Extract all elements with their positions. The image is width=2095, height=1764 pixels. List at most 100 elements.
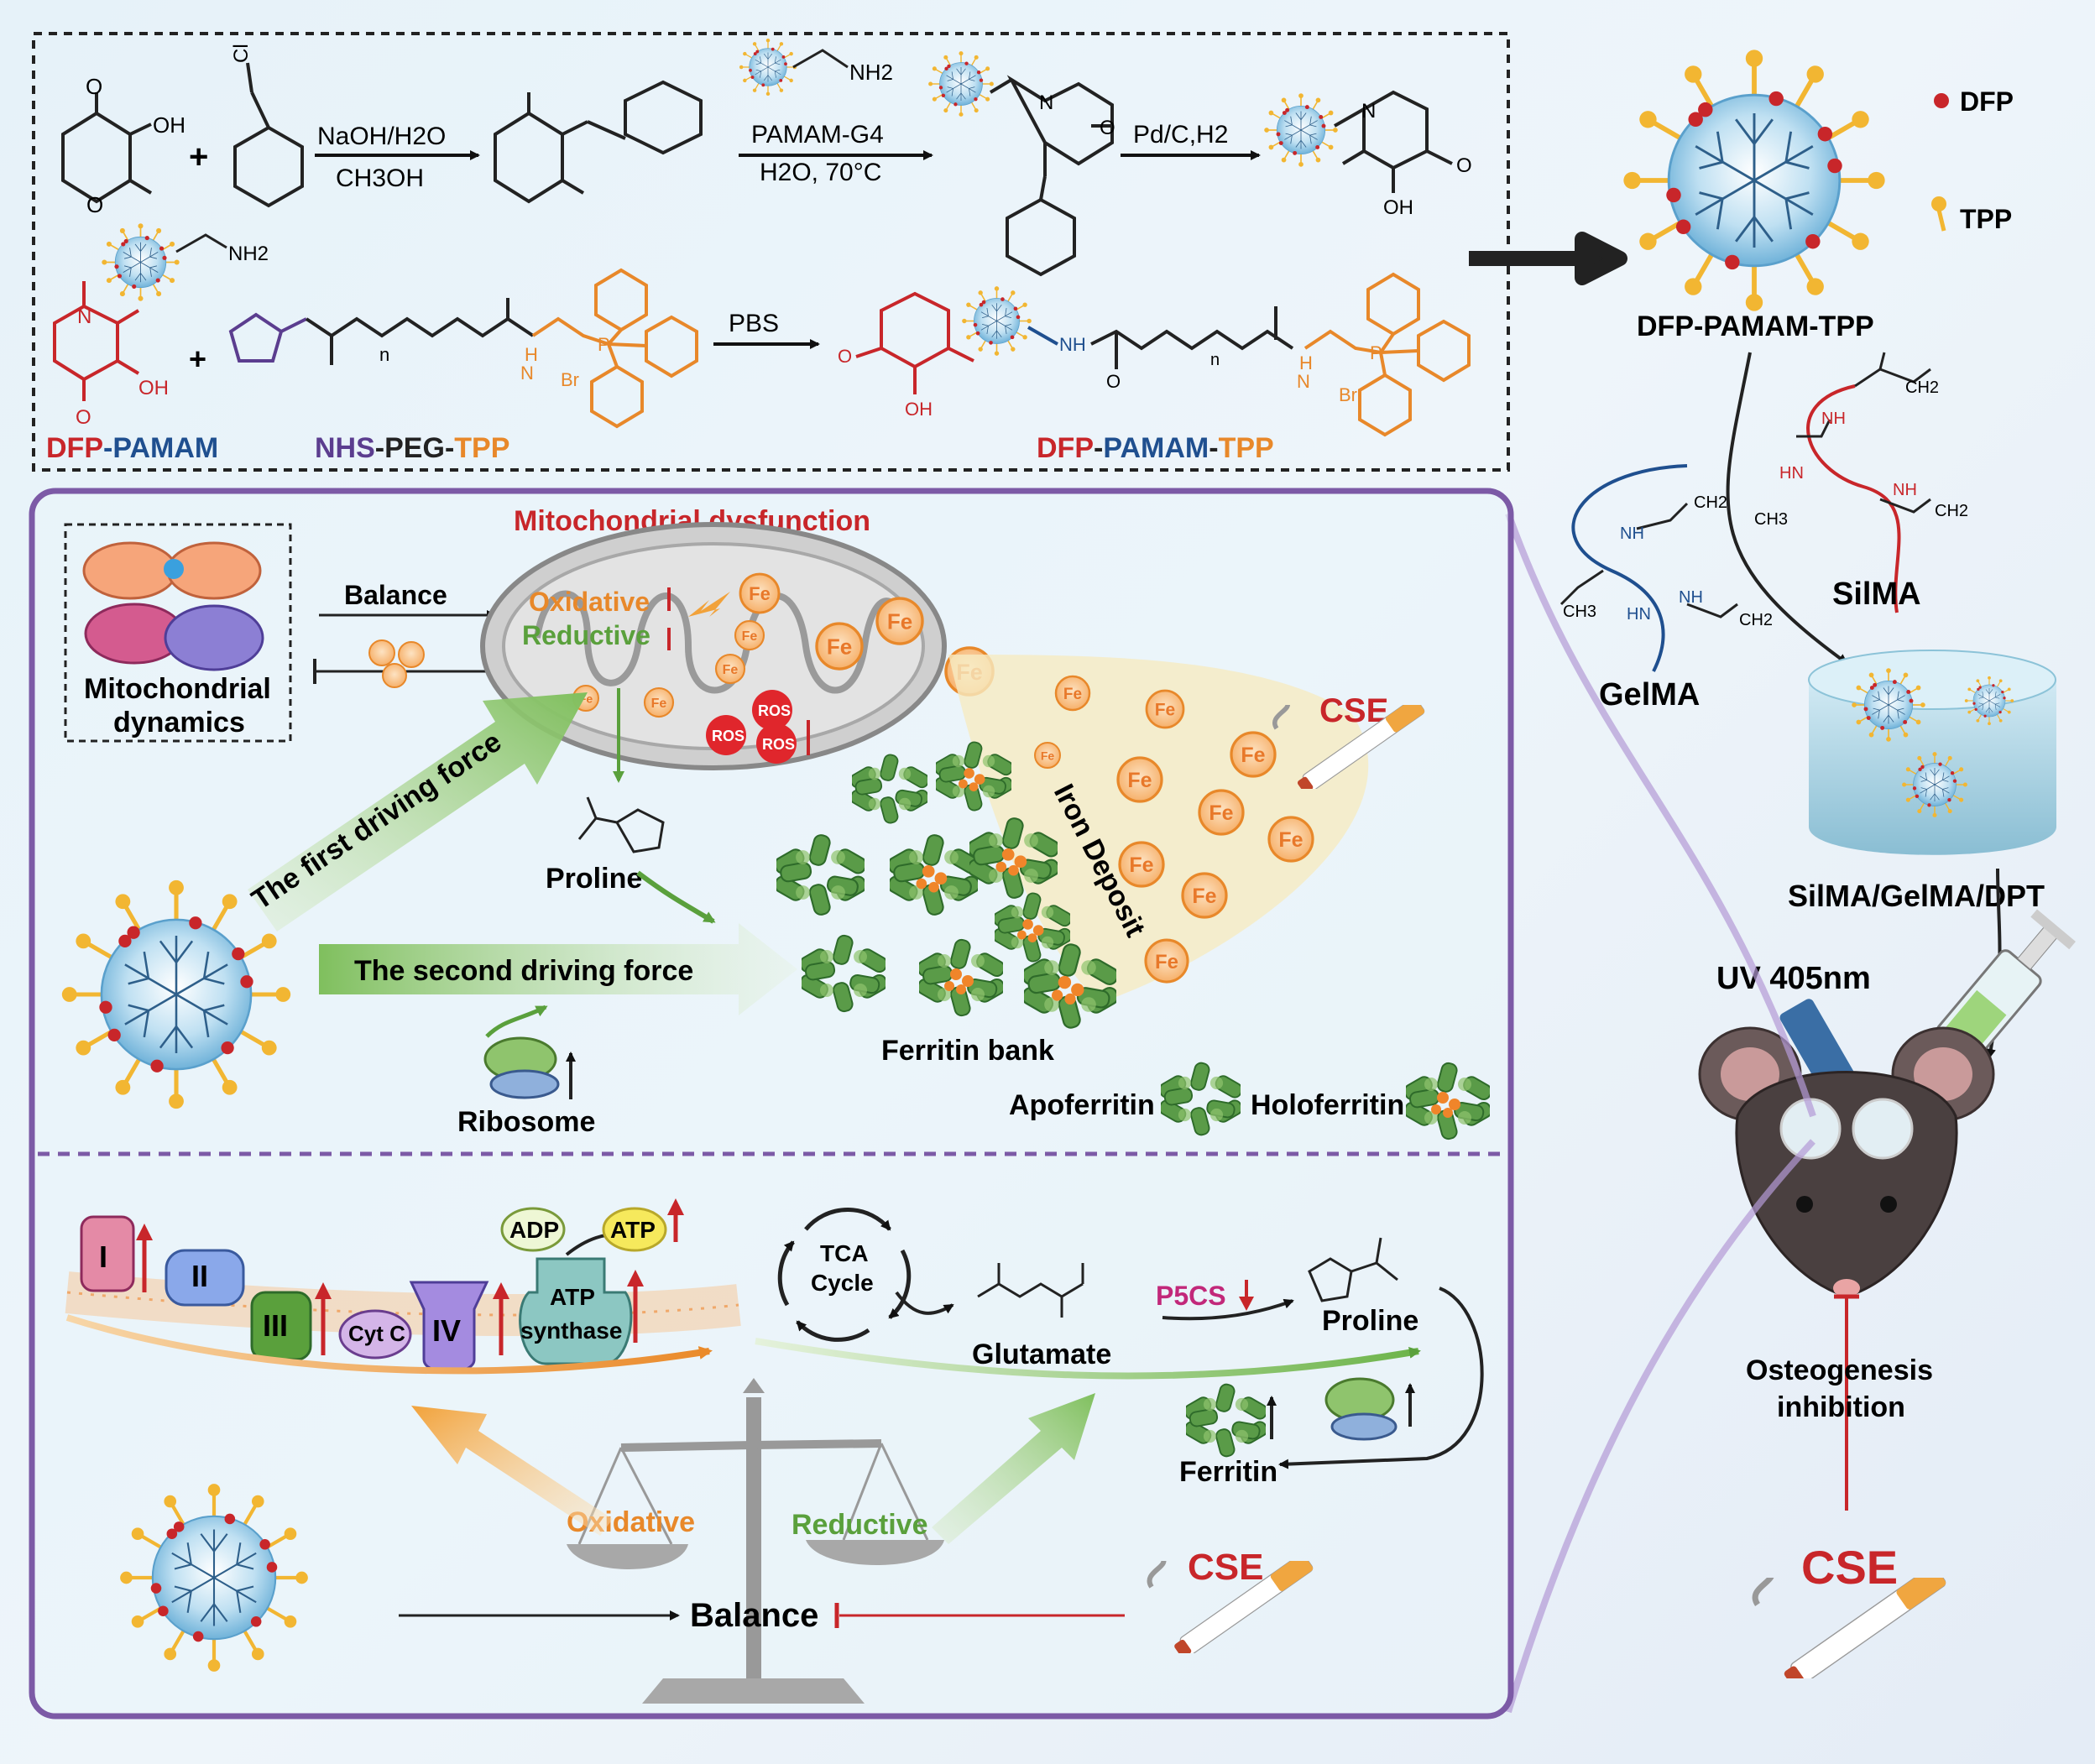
oxidative-big-arrow [411,1406,613,1536]
dfp-pamam-product [1263,90,1453,193]
label-dfp-pamam-dash: - [103,432,112,464]
fe-ion-icon [1267,816,1314,863]
fe-ion-label-d9: Fe [1155,951,1178,973]
adp-label: ADP [509,1217,559,1243]
tpp-p-label: P [598,334,610,355]
osteo-label-line1: Osteogenesis [1746,1354,1933,1386]
product-n-label: N [1361,100,1376,123]
tca-label-2: Cycle [811,1270,874,1296]
proline-label-lower: Proline [1322,1305,1418,1337]
fe-ion-label-d6: Fe [1278,828,1303,852]
apoferritin-label: Apoferritin [1009,1089,1155,1121]
gelma-nh-label: NH [1620,525,1644,543]
small-fe-cluster [368,639,425,688]
complex-1 [80,1215,135,1292]
p5cs-label: P5CS [1156,1281,1226,1311]
fe-ion-label-m1: Fe [742,629,758,644]
silma-ch3-label: CH3 [1754,510,1788,529]
product-oh-label: OH [1383,196,1413,219]
product2-o-label: O [838,346,852,367]
ros-label-3: ROS [762,736,795,753]
label-product-dash-2: - [1209,432,1218,464]
complex-3-label: III [263,1308,288,1343]
fe-ion-icon [1054,675,1091,712]
legend-tpp-icon [1931,196,1946,232]
composite-label: SilMA/GelMA/DPT [1788,879,2045,913]
glutamate-structure [977,1263,1084,1318]
fe-ion-icon [1198,789,1245,836]
ferritin-label-lower: Ferritin [1179,1456,1277,1488]
silma-ch2-label: CH2 [1905,378,1939,397]
ferritin-bank-label: Ferritin bank [881,1035,1054,1067]
maltol-ring-o-label: O [86,192,103,217]
ros-cluster [706,690,797,764]
product2-nh-label: NH [1059,334,1086,355]
fe-ion-icon [1116,756,1163,803]
nhs-peg-tpp-structure [228,268,698,429]
fe-ion-icon [1181,872,1228,919]
hydrogel-disc [1808,650,2056,855]
tca-to-glutamate-arrow [895,1291,954,1315]
right-cse-label: CSE [1801,1541,1898,1594]
dfp-pamam-n-label: N [77,305,91,328]
maltol-oh-label: OH [153,112,185,138]
label-dfp-pamam-dfp: DFP [46,432,103,464]
atp-bubble [602,1207,667,1252]
fe-ion-label-d8: Fe [1192,885,1216,908]
legend-tpp-label: TPP [1960,204,2012,234]
atp-up-arrowhead [667,1198,684,1215]
ribosome-icon-upper [483,1036,560,1099]
cytc-protein [338,1309,412,1360]
pamam-reagent-icon [739,38,849,97]
fe-ion-icon [875,597,924,645]
fe-ion-label-d4: Fe [1127,769,1152,792]
adp-bubble [500,1207,566,1252]
product2-h-label: H [1299,352,1313,373]
mitochondrion-icon [480,522,947,770]
tca-cycle-icon [777,1208,912,1342]
maltol-o-label: O [86,74,102,99]
tpp-nh-h-label: H [525,344,538,365]
fe-ion-label-d2: Fe [1041,749,1055,762]
balance-scale-icon [567,1378,944,1704]
etc-flow-arrow [65,1314,713,1375]
lightning-icon [688,592,730,617]
product2-p-label: P [1370,342,1382,363]
step2-reagent-top: PAMAM-G4 [751,121,884,149]
step3-reagent-top: Pd/C,H2 [1133,121,1228,149]
mouse-icon [1698,1026,1995,1298]
fe-ion-icon [815,622,864,671]
gelma-ch2-label: CH2 [1694,493,1727,512]
step1-reagent-top: NaOH/H2O [317,123,446,150]
label-dfp-pamam-tpp: DFP-PAMAM-TPP [1037,432,1274,464]
label-nhs-peg-tpp: NHS-PEG-TPP [315,432,509,464]
gelma-ch3-label: CH3 [1563,603,1596,621]
dfp-pamam-nh2-label: NH2 [228,243,269,265]
benzyl-chloride-structure [233,62,304,208]
step2-nh2-label: NH2 [849,60,893,85]
lower-cse-label: CSE [1188,1547,1263,1588]
label-product-pamam: PAMAM [1103,432,1209,464]
complex-3-up-arrowhead [315,1282,332,1299]
uv-label: UV 405nm [1716,961,1871,996]
silma-nh-label: NH [1821,410,1846,428]
product2-carbonyl-o-label: O [1106,371,1121,392]
maltol-structure [61,92,153,204]
benzyl-maltol-structure [494,80,703,204]
complex-4-up-arrowhead [493,1282,509,1299]
label-nhs-dash-2: - [445,432,454,464]
proline-feedback-arrow [1278,1286,1484,1469]
fe-ion-icon [1230,731,1277,778]
label-product-dash-1: - [1094,432,1103,464]
label-product-dfp: DFP [1037,432,1094,464]
complex-1-up-arrowhead [136,1224,153,1240]
fe-ion-label-m3: Fe [827,634,852,659]
label-product-tpp: TPP [1219,432,1274,464]
glutamate-to-proline-arrow [1162,1298,1294,1321]
fe-ion-label-d0: Fe [1063,686,1082,703]
cytc-label: Cyt C [348,1321,405,1346]
legend-dfp-dot [1934,93,1949,108]
label-nhs-dash-1: - [375,432,384,464]
